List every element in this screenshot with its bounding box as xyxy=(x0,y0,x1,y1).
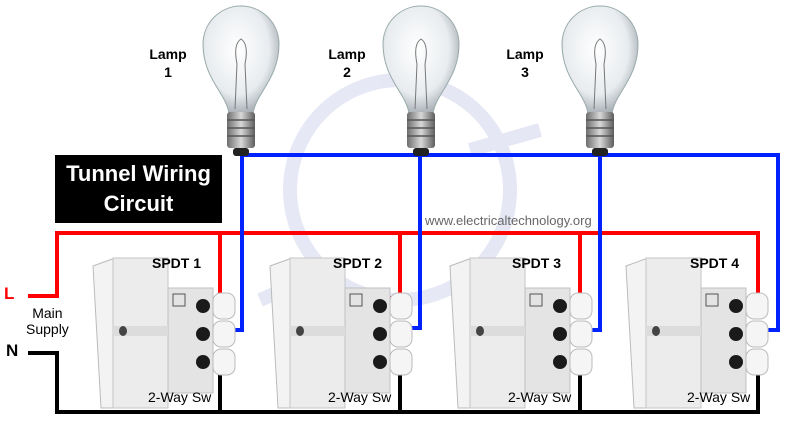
main-supply-line-1: Main xyxy=(32,305,63,321)
lamp-3-number: 3 xyxy=(521,64,529,80)
spdt-switch-2 xyxy=(269,257,413,409)
lamp-2-label-text: Lamp xyxy=(328,46,366,62)
neutral-label: N xyxy=(6,341,19,360)
lamp-2-number: 2 xyxy=(343,64,351,80)
lamp-2-label: Lamp 2 xyxy=(327,45,367,81)
switch-1-type: 2-Way Sw xyxy=(148,389,212,405)
live-label: L xyxy=(4,284,15,303)
title-box: Tunnel Wiring Circuit xyxy=(55,155,222,223)
watermark-url: www.electricaltechnology.org xyxy=(425,213,592,228)
lamp-1-label-text: Lamp xyxy=(149,46,187,62)
lamp-3-label-text: Lamp xyxy=(506,46,544,62)
spdt-1-label: SPDT 1 xyxy=(152,255,202,271)
spdt-switch-4 xyxy=(625,257,769,409)
lamp-2-bulb xyxy=(382,5,460,157)
spdt-2-label: SPDT 2 xyxy=(333,255,383,271)
spdt-4-label: SPDT 4 xyxy=(690,255,740,271)
switch-4-type: 2-Way Sw xyxy=(687,389,751,405)
lamp-1-label: Lamp 1 xyxy=(148,45,188,81)
switch-2-type: 2-Way Sw xyxy=(328,389,392,405)
lamp-1-number: 1 xyxy=(164,64,172,80)
switch-3-type: 2-Way Sw xyxy=(508,389,572,405)
spdt-switch-3 xyxy=(449,257,593,409)
spdt-3-label: SPDT 3 xyxy=(512,255,562,271)
lamp-1-bulb xyxy=(202,5,280,157)
spdt-switch-1 xyxy=(92,257,236,409)
lamp-3-bulb xyxy=(561,5,639,157)
lamp-wire xyxy=(205,153,780,332)
title-line-1: Tunnel Wiring xyxy=(66,161,211,186)
main-supply-line-2: Supply xyxy=(26,321,69,337)
lamp-3-label: Lamp 3 xyxy=(505,45,545,81)
title-line-2: Circuit xyxy=(103,191,174,216)
